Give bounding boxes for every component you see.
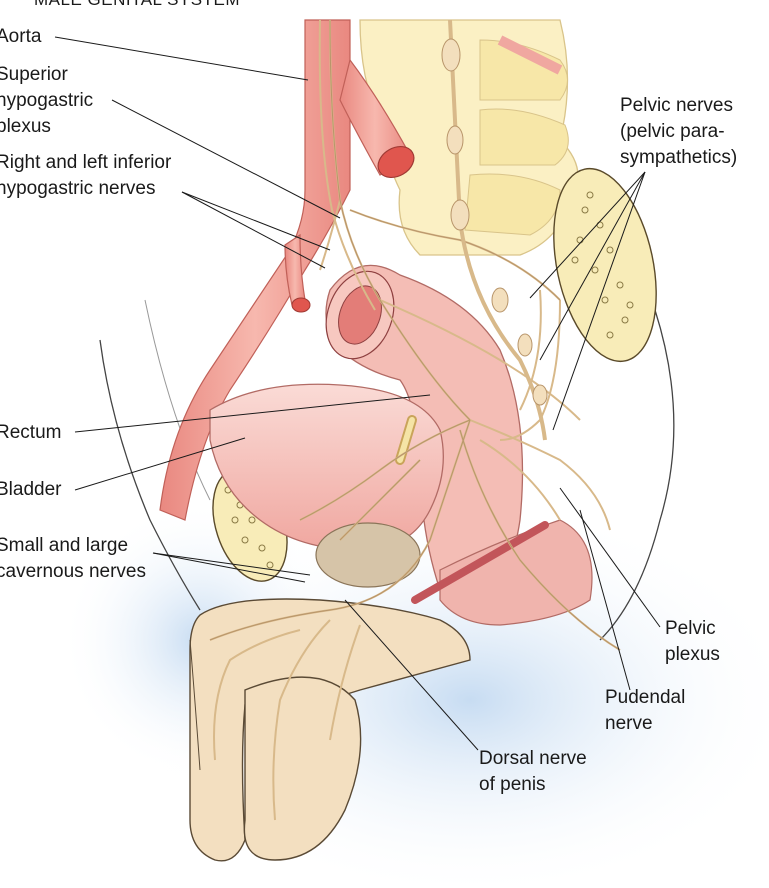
- sacrum-section: [553, 167, 657, 363]
- nerve-bundle-strong: [209, 19, 621, 651]
- scrotum: [243, 676, 362, 861]
- front-curve: [99, 339, 201, 611]
- disc: [497, 35, 563, 75]
- bulb-muscle: [411, 521, 549, 604]
- back-curve: [599, 309, 675, 641]
- abdomen-curve: [144, 299, 211, 501]
- artery-cut-large: [377, 145, 415, 179]
- label-pudendal-nerve: Pudendal nerve: [605, 687, 686, 734]
- rectum-lumen-inner: [338, 285, 382, 345]
- vertebra-2: [479, 108, 569, 166]
- label-dorsal-nerve-of-penis: Dorsal nerve of penis: [479, 748, 587, 795]
- label-rectum: Rectum: [0, 422, 62, 443]
- label-pelvic-nerves: Pelvic nerves (pelvic para- sympathetics…: [620, 95, 738, 168]
- prostate: [315, 522, 421, 588]
- glans-line: [189, 639, 201, 771]
- aorta: [159, 19, 351, 521]
- sympathetic-chain: [441, 19, 548, 441]
- label-bladder: Bladder: [0, 479, 62, 500]
- label-pelvic-plexus: Pelvic plexus: [665, 618, 720, 665]
- anal-canal: [439, 519, 593, 626]
- label-superior-hypogastric-plexus: Superior hypogastric plexus: [0, 64, 94, 137]
- label-inferior-hypogastric-nerves: Right and left inferior hypogastric nerv…: [0, 152, 172, 199]
- label-cavernous-nerves: Small and large cavernous nerves: [0, 535, 146, 582]
- figure-title: MALE GENITAL SYSTEM: [34, 0, 240, 10]
- bladder: [209, 383, 444, 551]
- leader-lines: [54, 36, 661, 751]
- artery-cut-small: [291, 297, 311, 313]
- vertebra-3: [464, 173, 561, 236]
- label-aorta: Aorta: [0, 26, 42, 47]
